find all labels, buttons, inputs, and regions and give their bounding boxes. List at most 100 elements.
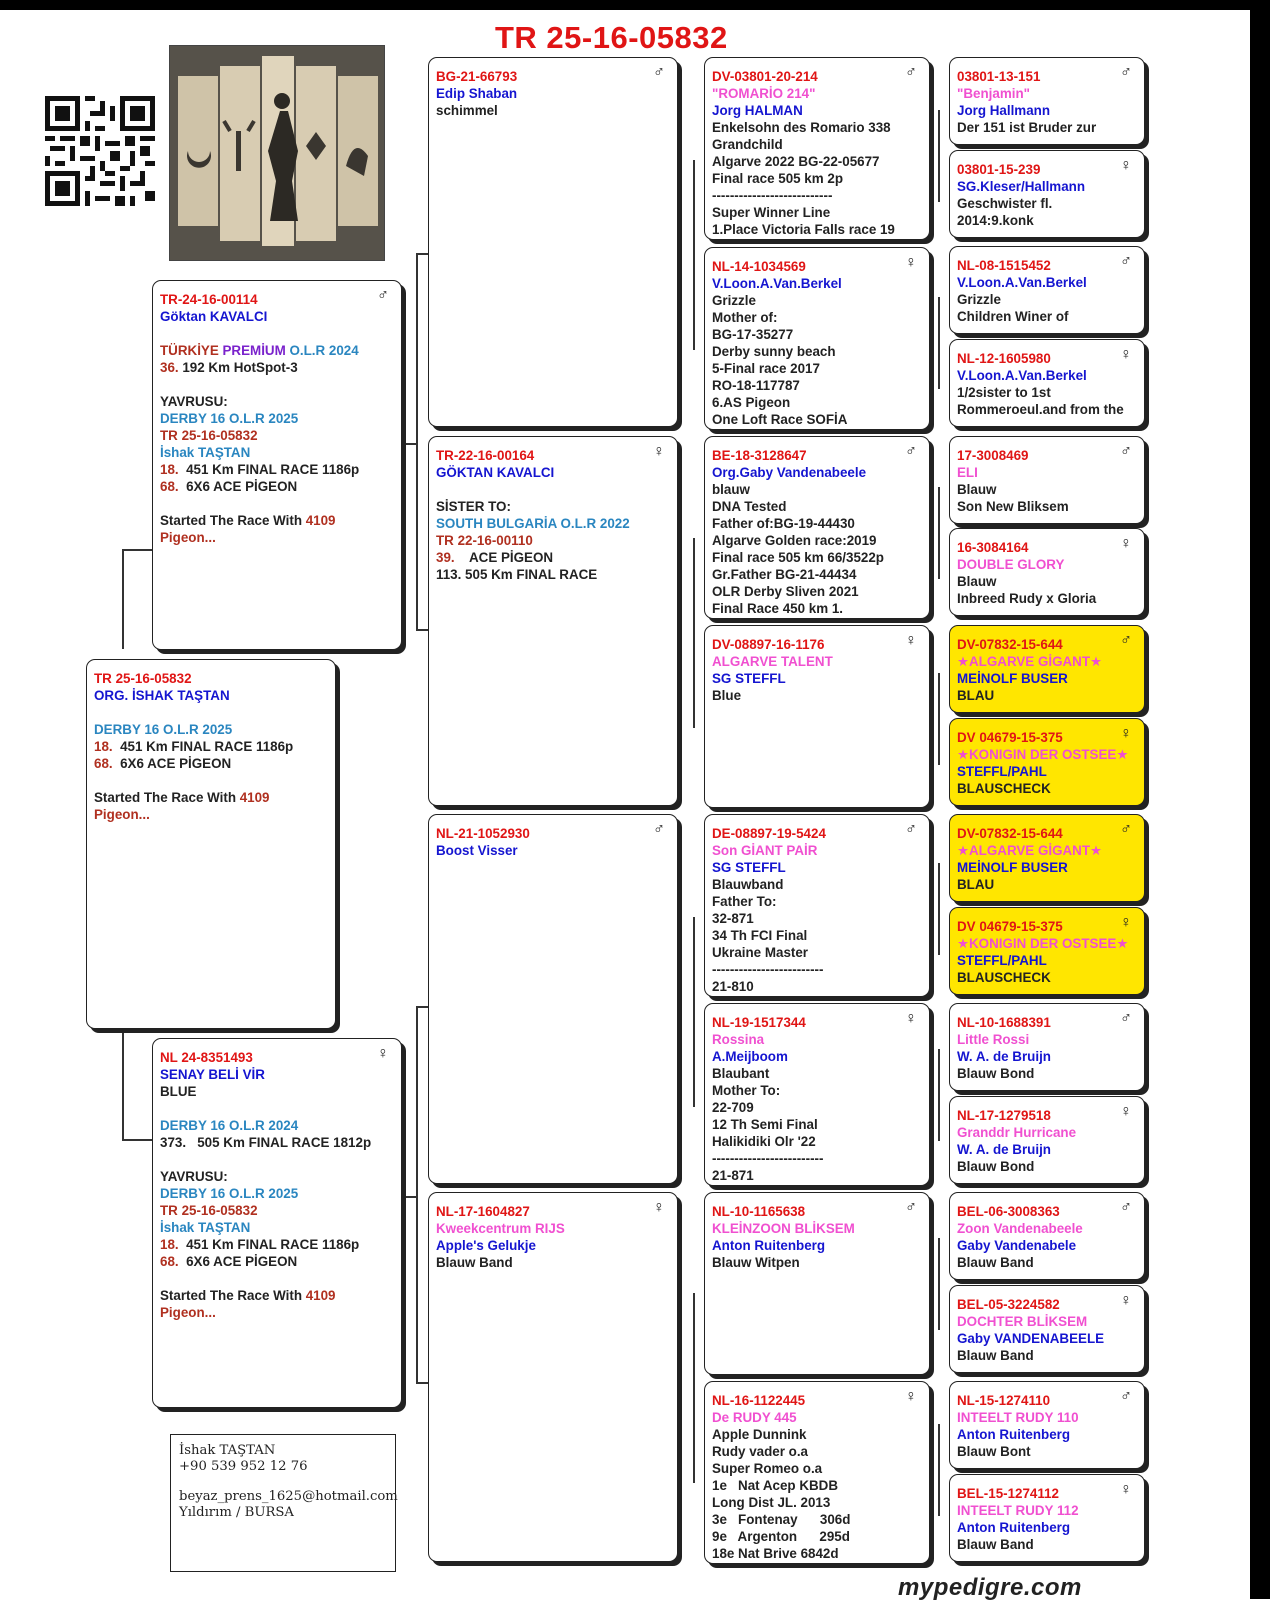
female-symbol-icon: ♀ (1120, 725, 1132, 742)
pigeon-card-gen4[interactable]: ♀DV 04679-15-375★KONIGIN DER OSTSEE★STEF… (949, 718, 1145, 806)
card-line: 3e Fontenay 306d (712, 1512, 851, 1527)
card-line: Rommeroeul.and from the (957, 402, 1124, 417)
connector (416, 1006, 428, 1008)
male-symbol-icon: ♂ (905, 821, 917, 838)
top-border (0, 0, 1270, 10)
qr-code-icon[interactable] (45, 96, 155, 206)
card-line: 21-871 (712, 1168, 754, 1183)
connector (938, 1238, 940, 1330)
pigeon-card-gen4[interactable]: ♂DV-07832-15-644★ALGARVE GİGANT★MEİNOLF … (949, 814, 1145, 902)
card-line: Long Dist JL. 2013 (712, 1495, 831, 1510)
card-line: TR 22-16-00110 (436, 533, 533, 548)
card-line: Algarve 2022 BG-22-05677 (712, 154, 880, 169)
ring-number: DV 04679-15-375 (957, 730, 1063, 745)
ring-number: BEL-06-3008363 (957, 1204, 1060, 1219)
card-line: Boost Visser (436, 843, 518, 858)
connector (122, 1139, 152, 1141)
female-symbol-icon: ♀ (905, 254, 917, 271)
card-line: 68. 6X6 ACE PİGEON (160, 478, 394, 495)
card-line: De RUDY 445 (712, 1410, 797, 1425)
card-line: ★ALGARVE GİGANT★ (957, 654, 1103, 669)
card-line: BLAU (957, 877, 995, 892)
card-line (160, 376, 394, 393)
female-symbol-icon: ♀ (1120, 914, 1132, 931)
card-line: Jorg HALMAN (712, 103, 803, 118)
male-symbol-icon: ♂ (1120, 1010, 1132, 1027)
card-line: V.Loon.A.Van.Berkel (712, 276, 842, 291)
card-line: Edip Shaban (436, 86, 518, 101)
pigeon-card-gen4[interactable]: ♀DV 04679-15-375★KONIGIN DER OSTSEE★STEF… (949, 907, 1145, 995)
ring-number: DE-08897-19-5424 (712, 826, 826, 841)
ring-number: NL-10-1688391 (957, 1015, 1051, 1030)
card-line: 39. ACE PİGEON (436, 549, 670, 566)
card-line: DERBY 16 O.L.R 2025 (160, 411, 299, 426)
card-line: Blauw (957, 574, 997, 589)
card-line: 12 Th Semi Final (712, 1117, 818, 1132)
contact-phone: +90 539 952 12 76 (179, 1458, 308, 1474)
card-line: Pigeon... (160, 1305, 216, 1320)
card-line: 18. 451 Km FINAL RACE 1186p (160, 1236, 394, 1253)
card-line: --------------------------- (712, 188, 833, 203)
card-line-segment: 18. (160, 1237, 187, 1252)
ring-number: 16-3084164 (957, 540, 1029, 555)
card-line: 18. 451 Km FINAL RACE 1186p (94, 738, 328, 755)
card-line: DERBY 16 O.L.R 2024 (160, 1118, 299, 1133)
pigeon-card-gen4[interactable]: ♂DV-07832-15-644★ALGARVE GİGANT★MEİNOLF … (949, 625, 1145, 713)
card-line-segment: 68. (160, 1254, 187, 1269)
male-symbol-icon: ♂ (1120, 632, 1132, 649)
card-line: Son GİANT PAİR (712, 843, 818, 858)
card-line: SG STEFFL (712, 671, 786, 686)
card-line: Super Romeo o.a (712, 1461, 823, 1476)
card-line: Blauw Bond (957, 1066, 1035, 1081)
card-line: GÖKTAN KAVALCI (436, 465, 555, 480)
connector (693, 917, 695, 1107)
card-line-segment: ACE PİGEON (469, 550, 554, 565)
card-line: SG STEFFL (712, 860, 786, 875)
connector (938, 673, 940, 765)
card-line: 22-709 (712, 1100, 754, 1115)
card-line: ELI (957, 465, 978, 480)
card-line: Granddr Hurricane (957, 1125, 1077, 1140)
card-line: TR 25-16-05832 (160, 1203, 258, 1218)
contact-name: İshak TAŞTAN (179, 1443, 276, 1458)
connector (416, 253, 428, 255)
card-line-segment: 6X6 ACE PİGEON (186, 479, 298, 494)
card-line: BLAU (957, 688, 995, 703)
connector (693, 1293, 695, 1483)
card-line: Jorg Hallmann (957, 103, 1051, 118)
card-line: Blauw Bont (957, 1444, 1031, 1459)
card-line: Rudy vader o.a (712, 1444, 808, 1459)
card-line-segment: 373. (160, 1135, 198, 1150)
pigeon-card-gen3[interactable]: ♂DV-03801-20-214"ROMARİO 214"Jorg HALMAN… (704, 57, 930, 240)
connector (416, 1006, 418, 1382)
card-line: ------------------------- (712, 962, 824, 977)
connector (938, 1424, 940, 1516)
card-line: Blauw Witpen (712, 1255, 800, 1270)
